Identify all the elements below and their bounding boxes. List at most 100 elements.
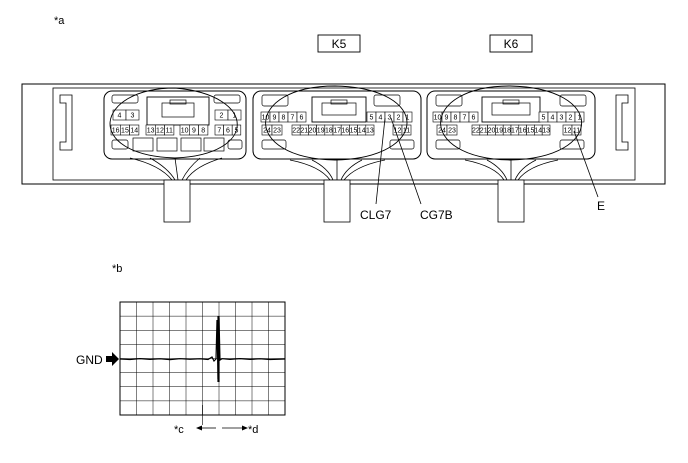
k6-label: K6: [504, 37, 519, 51]
pin-number: 17: [333, 128, 341, 135]
pin-number: 6: [472, 115, 476, 122]
pin-number: 16: [519, 128, 527, 135]
k6-wire-bundle: [464, 159, 559, 223]
pin-number: 16: [341, 128, 349, 135]
pin-cell: [125, 109, 140, 121]
pin-number: 1: [578, 115, 582, 122]
pin-number: 21: [480, 128, 488, 135]
pin-cell: [402, 111, 413, 123]
pin-number: 14: [534, 128, 542, 135]
k5-label-box: [317, 34, 361, 53]
pin-number: 10: [434, 115, 442, 122]
pin-number: 3: [560, 115, 564, 122]
right-bracket: [615, 94, 629, 151]
pin-cell: [446, 124, 458, 136]
k5-harness-outline: [265, 85, 408, 161]
pin-number: 12: [156, 128, 164, 135]
pin-number: 18: [325, 128, 333, 135]
e-leader: [573, 130, 599, 198]
k5-label: K5: [332, 37, 347, 51]
pin-number: 17: [511, 128, 519, 135]
left-arrow-icon: [196, 425, 202, 431]
k6-label-box: [489, 34, 533, 53]
cg7b-leader: [390, 117, 422, 205]
pin-number: 21: [300, 128, 308, 135]
pin-cell: [198, 124, 209, 136]
callout-a: *a: [54, 15, 65, 27]
terminal-cg7b-label: CG7B: [420, 208, 453, 222]
pin-cell: [541, 124, 551, 136]
pin-number: 20: [488, 128, 496, 135]
pin-number: 10: [181, 128, 189, 135]
pin-number: 20: [309, 128, 317, 135]
terminal-clg7-label: CLG7: [360, 208, 392, 222]
callout-d: *d: [248, 424, 258, 436]
pin-number: 18: [503, 128, 511, 135]
pin-number: 11: [166, 128, 173, 135]
pin-number: 2: [220, 113, 224, 120]
pin-cell: [164, 124, 175, 136]
left-bracket: [59, 94, 73, 151]
pin-number: 13: [147, 128, 155, 135]
pin-number: 8: [282, 115, 286, 122]
pin-number: 6: [226, 128, 230, 135]
pin-number: 19: [495, 128, 503, 135]
pin-number: 7: [463, 115, 467, 122]
terminal-e-label: E: [597, 199, 605, 213]
pin-number: 23: [273, 128, 281, 135]
k6-harness-outline: [440, 85, 582, 161]
pin-cell: [271, 124, 283, 136]
pin-number: 7: [291, 115, 295, 122]
pin-number: 5: [542, 115, 546, 122]
pin-number: 3: [388, 115, 392, 122]
pin-number: 4: [551, 115, 555, 122]
pin-number: 4: [379, 115, 383, 122]
left-wire-bundle: [129, 157, 223, 223]
pin-cell: [468, 111, 479, 123]
pin-number: 9: [192, 128, 196, 135]
pin-cell: [365, 124, 375, 136]
pin-number: 13: [366, 128, 374, 135]
pin-cell: [296, 111, 307, 123]
pin-cell: [129, 124, 140, 136]
pin-cell: [574, 111, 585, 123]
right-arrow-icon: [242, 425, 248, 431]
pin-number: 9: [445, 115, 449, 122]
pin-cell: [571, 124, 582, 136]
pin-number: 2: [569, 115, 573, 122]
pin-number: 14: [358, 128, 366, 135]
pin-number: 10: [262, 115, 270, 122]
pin-number: 22: [472, 128, 480, 135]
pin-number: 1: [233, 113, 237, 120]
callout-c: *c: [174, 424, 184, 436]
oscilloscope-screen: [119, 301, 286, 425]
pin-number: 19: [317, 128, 325, 135]
pin-number: 6: [300, 115, 304, 122]
pin-number: 7: [217, 128, 221, 135]
pin-number: 2: [397, 115, 401, 122]
pin-number: 9: [273, 115, 277, 122]
waveform-trace: [119, 317, 286, 380]
pin-number: 1: [406, 115, 410, 122]
callout-b: *b: [112, 263, 122, 275]
pin-number: 3: [131, 113, 135, 120]
gnd-arrow-icon: [106, 352, 119, 366]
pin-number: 14: [130, 128, 138, 135]
pin-number: 4: [118, 113, 122, 120]
gnd-label: GND: [76, 353, 103, 367]
pin-number: 8: [454, 115, 458, 122]
pin-number: 13: [542, 128, 550, 135]
pin-number: 12: [394, 128, 402, 135]
pin-number: 23: [448, 128, 456, 135]
pin-number: 22: [292, 128, 300, 135]
pin-number: 5: [370, 115, 374, 122]
clg7-leader: [375, 117, 386, 205]
pin-number: 11: [403, 128, 410, 135]
pin-number: 16: [112, 128, 120, 135]
pin-number: 15: [121, 128, 129, 135]
pin-number: 8: [201, 128, 205, 135]
